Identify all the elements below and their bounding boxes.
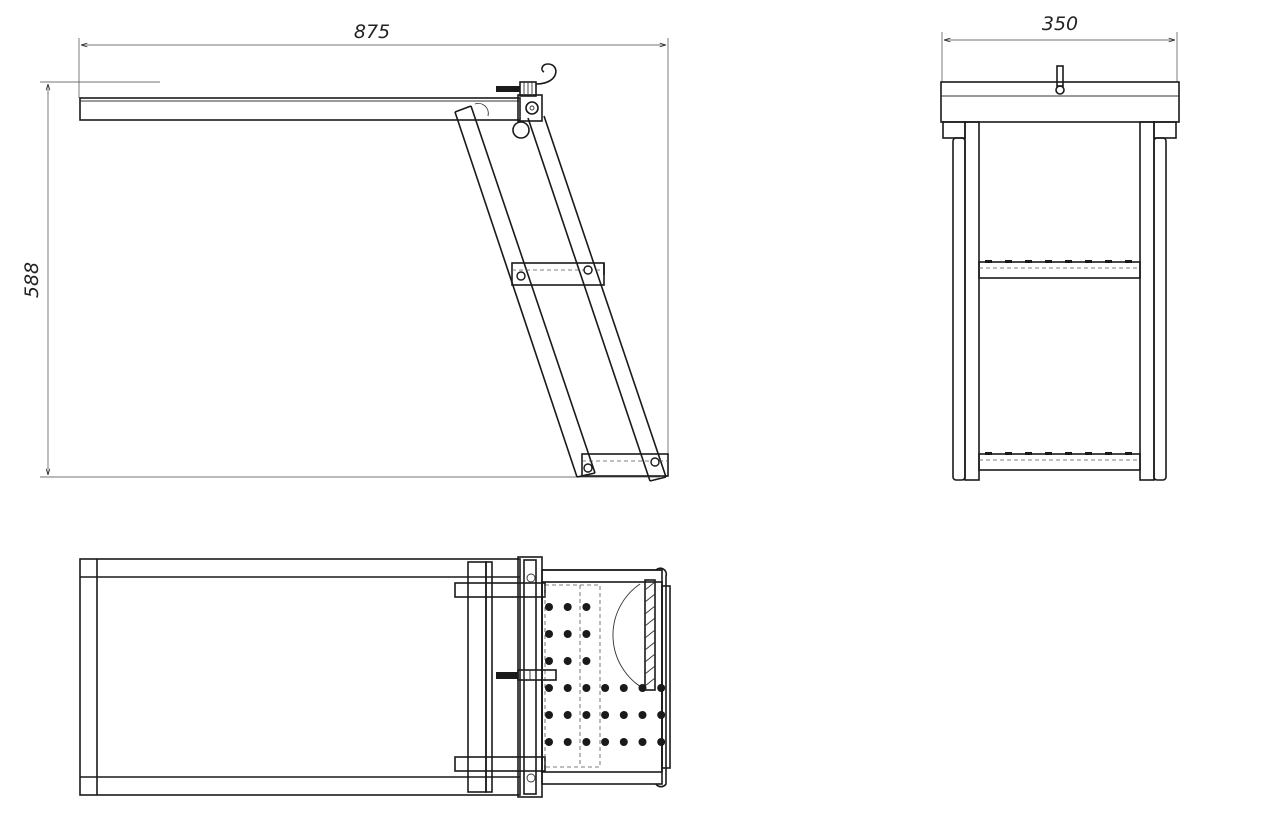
dimension-588: 588: [21, 81, 660, 478]
hinge-assembly: [474, 63, 557, 139]
perforation-hole: [657, 711, 666, 719]
perforation-hole: [657, 684, 666, 692]
front-step-upper: [978, 260, 1141, 279]
perforation-hole: [545, 630, 553, 638]
perforation-hole: [545, 684, 553, 692]
dimension-label-875: 875: [354, 21, 390, 43]
perforation-hole: [563, 684, 572, 692]
perforation-hole: [563, 657, 572, 665]
perforation-hole: [657, 738, 666, 746]
perforation-hole: [563, 630, 572, 638]
perforation-hole: [582, 738, 591, 746]
ladder-step-upper: [511, 262, 605, 286]
perforation-hole: [582, 711, 591, 719]
perforation-hole: [601, 738, 610, 746]
front-step-lower: [978, 452, 1141, 471]
perforation-hole: [563, 711, 572, 719]
perforation-hole: [582, 603, 591, 611]
perforation-hole: [545, 738, 553, 746]
perforation-hole: [638, 684, 647, 692]
front-top-beam: [940, 81, 1180, 123]
perforation-hole: [601, 711, 610, 719]
perforation-hole: [582, 630, 591, 638]
plan-frame: [79, 558, 521, 796]
ladder-step-lower: [581, 453, 669, 477]
top-rail: [79, 97, 521, 121]
perforation-hole: [563, 603, 572, 611]
front-view: 350: [940, 13, 1180, 481]
perforation-hole: [582, 684, 591, 692]
front-legs: [952, 121, 1167, 481]
dimension-label-588: 588: [21, 262, 43, 298]
perforation-hole: [545, 603, 553, 611]
perforation-hole: [619, 738, 628, 746]
perforation-hole: [619, 711, 628, 719]
dimension-350: 350: [941, 13, 1178, 82]
perforation-hole: [601, 684, 610, 692]
perforation-hole: [638, 738, 647, 746]
dimension-875: 875: [78, 21, 669, 470]
perforation-hole: [619, 684, 628, 692]
ladder-stiles: [454, 105, 667, 482]
plan-view: [79, 556, 671, 798]
perforation-hole: [638, 711, 647, 719]
dimension-label-350: 350: [1042, 13, 1078, 35]
perforation-hole: [545, 657, 553, 665]
perforation-hole: [563, 738, 572, 746]
perforation-hole: [545, 711, 553, 719]
perforation-holes: [545, 603, 666, 746]
perforation-hole: [582, 657, 591, 665]
side-view: 875 588: [21, 21, 669, 482]
